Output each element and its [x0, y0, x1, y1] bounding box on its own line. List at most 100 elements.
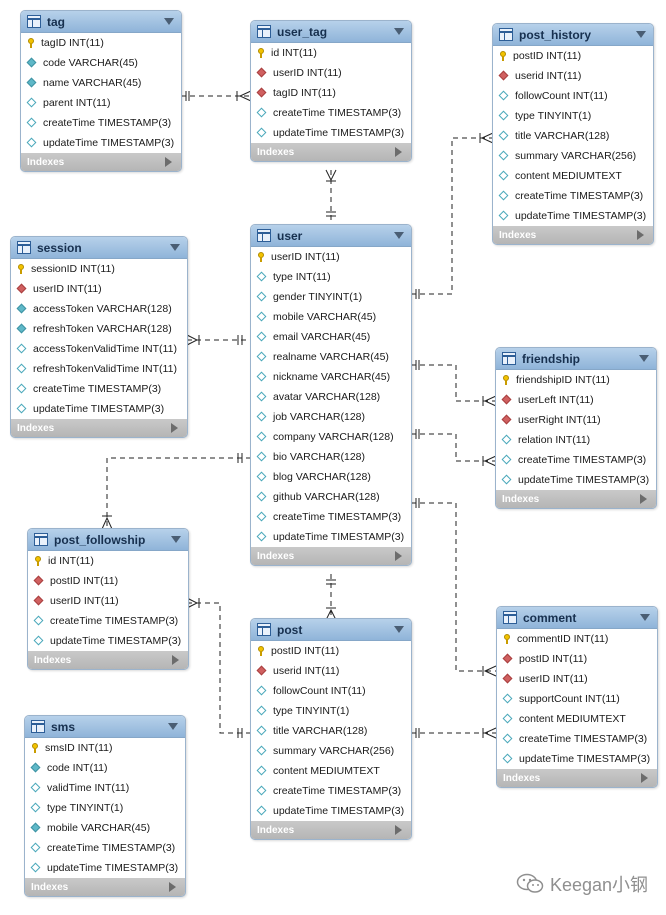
- column-row[interactable]: commentID INT(11): [497, 629, 657, 649]
- column-row[interactable]: followCount INT(11): [493, 86, 653, 106]
- column-row[interactable]: createTime TIMESTAMP(3): [497, 729, 657, 749]
- table-header[interactable]: user_tag: [251, 21, 411, 43]
- column-row[interactable]: avatar VARCHAR(128): [251, 387, 411, 407]
- column-row[interactable]: id INT(11): [251, 43, 411, 63]
- indexes-bar[interactable]: Indexes: [251, 821, 411, 839]
- column-row[interactable]: createTime TIMESTAMP(3): [493, 186, 653, 206]
- collapse-caret-icon[interactable]: [640, 614, 650, 621]
- column-row[interactable]: createTime TIMESTAMP(3): [21, 113, 181, 133]
- column-row[interactable]: updateTime TIMESTAMP(3): [251, 527, 411, 547]
- column-row[interactable]: friendshipID INT(11): [496, 370, 656, 390]
- column-row[interactable]: postID INT(11): [28, 571, 188, 591]
- column-row[interactable]: updateTime TIMESTAMP(3): [251, 123, 411, 143]
- column-row[interactable]: createTime TIMESTAMP(3): [25, 838, 185, 858]
- table-header[interactable]: post_history: [493, 24, 653, 46]
- table-header[interactable]: post: [251, 619, 411, 641]
- expand-arrow-icon[interactable]: [165, 157, 172, 167]
- column-row[interactable]: updateTime TIMESTAMP(3): [21, 133, 181, 153]
- column-row[interactable]: updateTime TIMESTAMP(3): [493, 206, 653, 226]
- column-row[interactable]: mobile VARCHAR(45): [251, 307, 411, 327]
- expand-arrow-icon[interactable]: [172, 655, 179, 665]
- column-row[interactable]: type TINYINT(1): [25, 798, 185, 818]
- column-row[interactable]: nickname VARCHAR(45): [251, 367, 411, 387]
- column-row[interactable]: code INT(11): [25, 758, 185, 778]
- column-row[interactable]: createTime TIMESTAMP(3): [11, 379, 187, 399]
- column-row[interactable]: company VARCHAR(128): [251, 427, 411, 447]
- expand-arrow-icon[interactable]: [395, 551, 402, 561]
- column-row[interactable]: followCount INT(11): [251, 681, 411, 701]
- expand-arrow-icon[interactable]: [641, 773, 648, 783]
- table-header[interactable]: sms: [25, 716, 185, 738]
- column-row[interactable]: github VARCHAR(128): [251, 487, 411, 507]
- column-row[interactable]: updateTime TIMESTAMP(3): [496, 470, 656, 490]
- table-header[interactable]: post_followship: [28, 529, 188, 551]
- column-row[interactable]: refreshTokenValidTime INT(11): [11, 359, 187, 379]
- column-row[interactable]: updateTime TIMESTAMP(3): [28, 631, 188, 651]
- column-row[interactable]: tagID INT(11): [21, 33, 181, 53]
- column-row[interactable]: createTime TIMESTAMP(3): [251, 507, 411, 527]
- expand-arrow-icon[interactable]: [169, 882, 176, 892]
- column-row[interactable]: type TINYINT(1): [493, 106, 653, 126]
- expand-arrow-icon[interactable]: [171, 423, 178, 433]
- column-row[interactable]: type TINYINT(1): [251, 701, 411, 721]
- column-row[interactable]: name VARCHAR(45): [21, 73, 181, 93]
- column-row[interactable]: content MEDIUMTEXT: [497, 709, 657, 729]
- indexes-bar[interactable]: Indexes: [25, 878, 185, 896]
- column-row[interactable]: validTime INT(11): [25, 778, 185, 798]
- column-row[interactable]: summary VARCHAR(256): [493, 146, 653, 166]
- collapse-caret-icon[interactable]: [168, 723, 178, 730]
- column-row[interactable]: updateTime TIMESTAMP(3): [251, 801, 411, 821]
- collapse-caret-icon[interactable]: [164, 18, 174, 25]
- collapse-caret-icon[interactable]: [639, 355, 649, 362]
- column-row[interactable]: accessToken VARCHAR(128): [11, 299, 187, 319]
- column-row[interactable]: updateTime TIMESTAMP(3): [497, 749, 657, 769]
- column-row[interactable]: mobile VARCHAR(45): [25, 818, 185, 838]
- column-row[interactable]: sessionID INT(11): [11, 259, 187, 279]
- column-row[interactable]: userID INT(11): [11, 279, 187, 299]
- column-row[interactable]: userID INT(11): [497, 669, 657, 689]
- expand-arrow-icon[interactable]: [637, 230, 644, 240]
- column-row[interactable]: createTime TIMESTAMP(3): [28, 611, 188, 631]
- column-row[interactable]: userid INT(11): [493, 66, 653, 86]
- column-row[interactable]: type INT(11): [251, 267, 411, 287]
- column-row[interactable]: refreshToken VARCHAR(128): [11, 319, 187, 339]
- column-row[interactable]: code VARCHAR(45): [21, 53, 181, 73]
- column-row[interactable]: userid INT(11): [251, 661, 411, 681]
- column-row[interactable]: updateTime TIMESTAMP(3): [11, 399, 187, 419]
- collapse-caret-icon[interactable]: [394, 28, 404, 35]
- indexes-bar[interactable]: Indexes: [497, 769, 657, 787]
- expand-arrow-icon[interactable]: [395, 147, 402, 157]
- indexes-bar[interactable]: Indexes: [251, 547, 411, 565]
- expand-arrow-icon[interactable]: [640, 494, 647, 504]
- column-row[interactable]: updateTime TIMESTAMP(3): [25, 858, 185, 878]
- column-row[interactable]: createTime TIMESTAMP(3): [251, 781, 411, 801]
- column-row[interactable]: title VARCHAR(128): [251, 721, 411, 741]
- column-row[interactable]: parent INT(11): [21, 93, 181, 113]
- indexes-bar[interactable]: Indexes: [493, 226, 653, 244]
- column-row[interactable]: gender TINYINT(1): [251, 287, 411, 307]
- column-row[interactable]: summary VARCHAR(256): [251, 741, 411, 761]
- expand-arrow-icon[interactable]: [395, 825, 402, 835]
- collapse-caret-icon[interactable]: [394, 626, 404, 633]
- indexes-bar[interactable]: Indexes: [11, 419, 187, 437]
- column-row[interactable]: title VARCHAR(128): [493, 126, 653, 146]
- column-row[interactable]: supportCount INT(11): [497, 689, 657, 709]
- column-row[interactable]: job VARCHAR(128): [251, 407, 411, 427]
- collapse-caret-icon[interactable]: [394, 232, 404, 239]
- table-header[interactable]: tag: [21, 11, 181, 33]
- column-row[interactable]: email VARCHAR(45): [251, 327, 411, 347]
- column-row[interactable]: userID INT(11): [28, 591, 188, 611]
- column-row[interactable]: id INT(11): [28, 551, 188, 571]
- column-row[interactable]: content MEDIUMTEXT: [493, 166, 653, 186]
- collapse-caret-icon[interactable]: [171, 536, 181, 543]
- collapse-caret-icon[interactable]: [170, 244, 180, 251]
- column-row[interactable]: bio VARCHAR(128): [251, 447, 411, 467]
